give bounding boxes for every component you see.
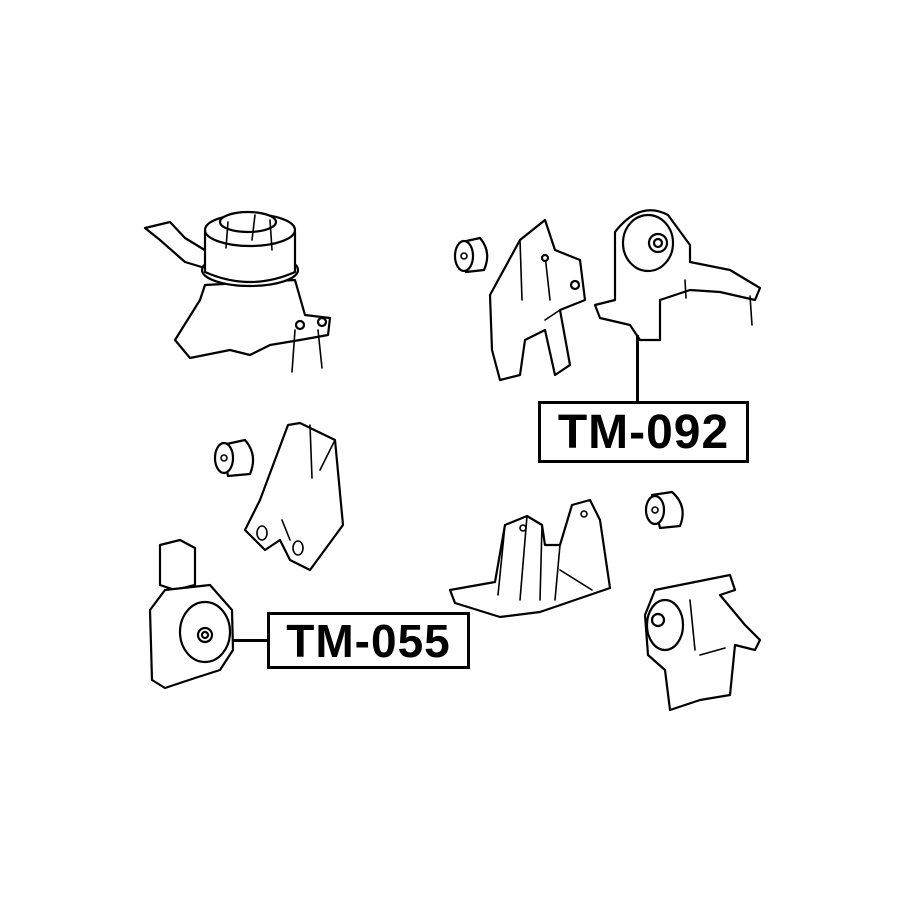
tm-055-leader-line	[232, 639, 268, 642]
tm-092-leader-line	[636, 335, 639, 403]
bushing-right	[644, 490, 684, 530]
part-label-tm-055[interactable]: TM-055	[267, 612, 470, 669]
bushing-middle-left	[213, 438, 255, 478]
engine-mount-tm-092	[593, 209, 762, 342]
bracket-middle-left	[243, 421, 345, 572]
engine-mount-bottom-right	[643, 573, 762, 712]
part-label-tm-092[interactable]: TM-092	[538, 401, 749, 463]
bracket-center-plate	[448, 498, 612, 619]
bushing-top	[453, 236, 489, 274]
bracket-top-middle	[488, 218, 587, 382]
engine-mount-top-left	[143, 210, 332, 373]
engine-mount-tm-055	[148, 538, 235, 690]
